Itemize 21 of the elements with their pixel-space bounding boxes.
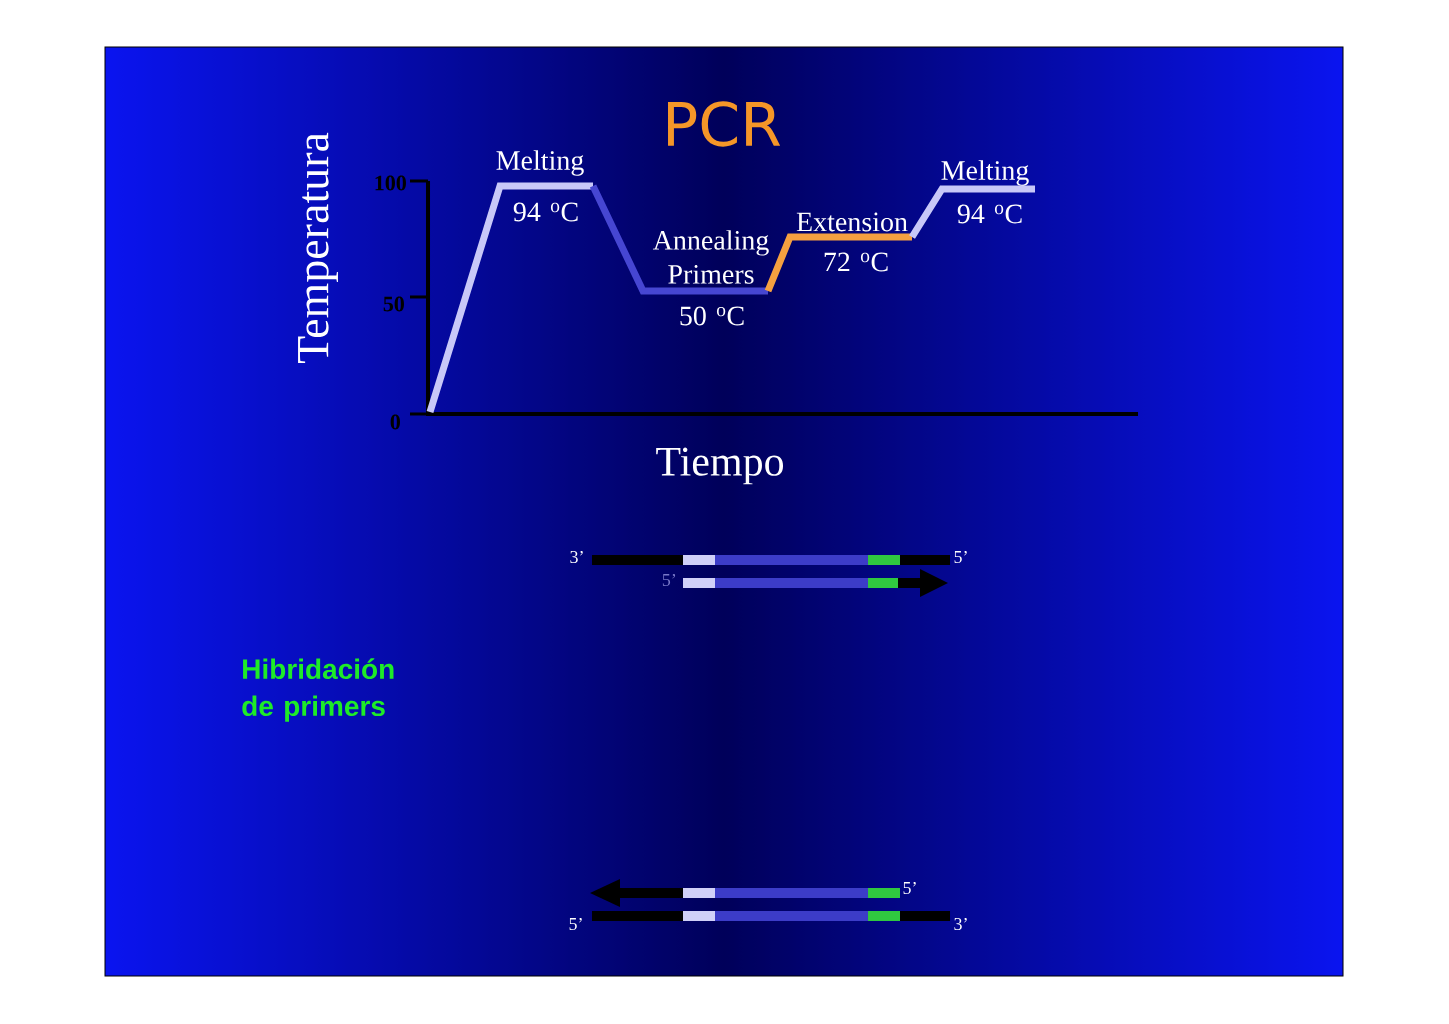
axis-title: Tiempo [656, 447, 783, 485]
stage-label: Annealing Primers [652, 230, 769, 284]
stage-label: Extension [796, 212, 908, 232]
temperature-label: 94 $^{o}$C [513, 202, 578, 222]
strand-end-label: 3’ [570, 550, 583, 564]
temperature-label: 94 $^{o}$C [957, 204, 1022, 224]
temperature-label: 72 $^{o}$C [824, 252, 888, 272]
tick-label: 0 [390, 414, 400, 430]
strand-end-label: 5’ [662, 573, 676, 587]
temperature-label: 50 $^{o}$C [680, 306, 744, 326]
tick-label: 100 [375, 175, 406, 191]
tick-label: 50 [383, 296, 404, 312]
strand-end-label: 5’ [569, 917, 582, 931]
strand-end-label: 5’ [903, 881, 916, 895]
strand-end-label: 5’ [954, 550, 967, 564]
stage-label: Melting [941, 160, 1029, 186]
title: PCR [668, 101, 781, 147]
strand-end-label: 3’ [954, 917, 967, 931]
stage-label: Melting [496, 150, 584, 176]
caption-text: Hibridación de primers [242, 658, 394, 722]
axis-title: Temperatura [298, 132, 338, 364]
